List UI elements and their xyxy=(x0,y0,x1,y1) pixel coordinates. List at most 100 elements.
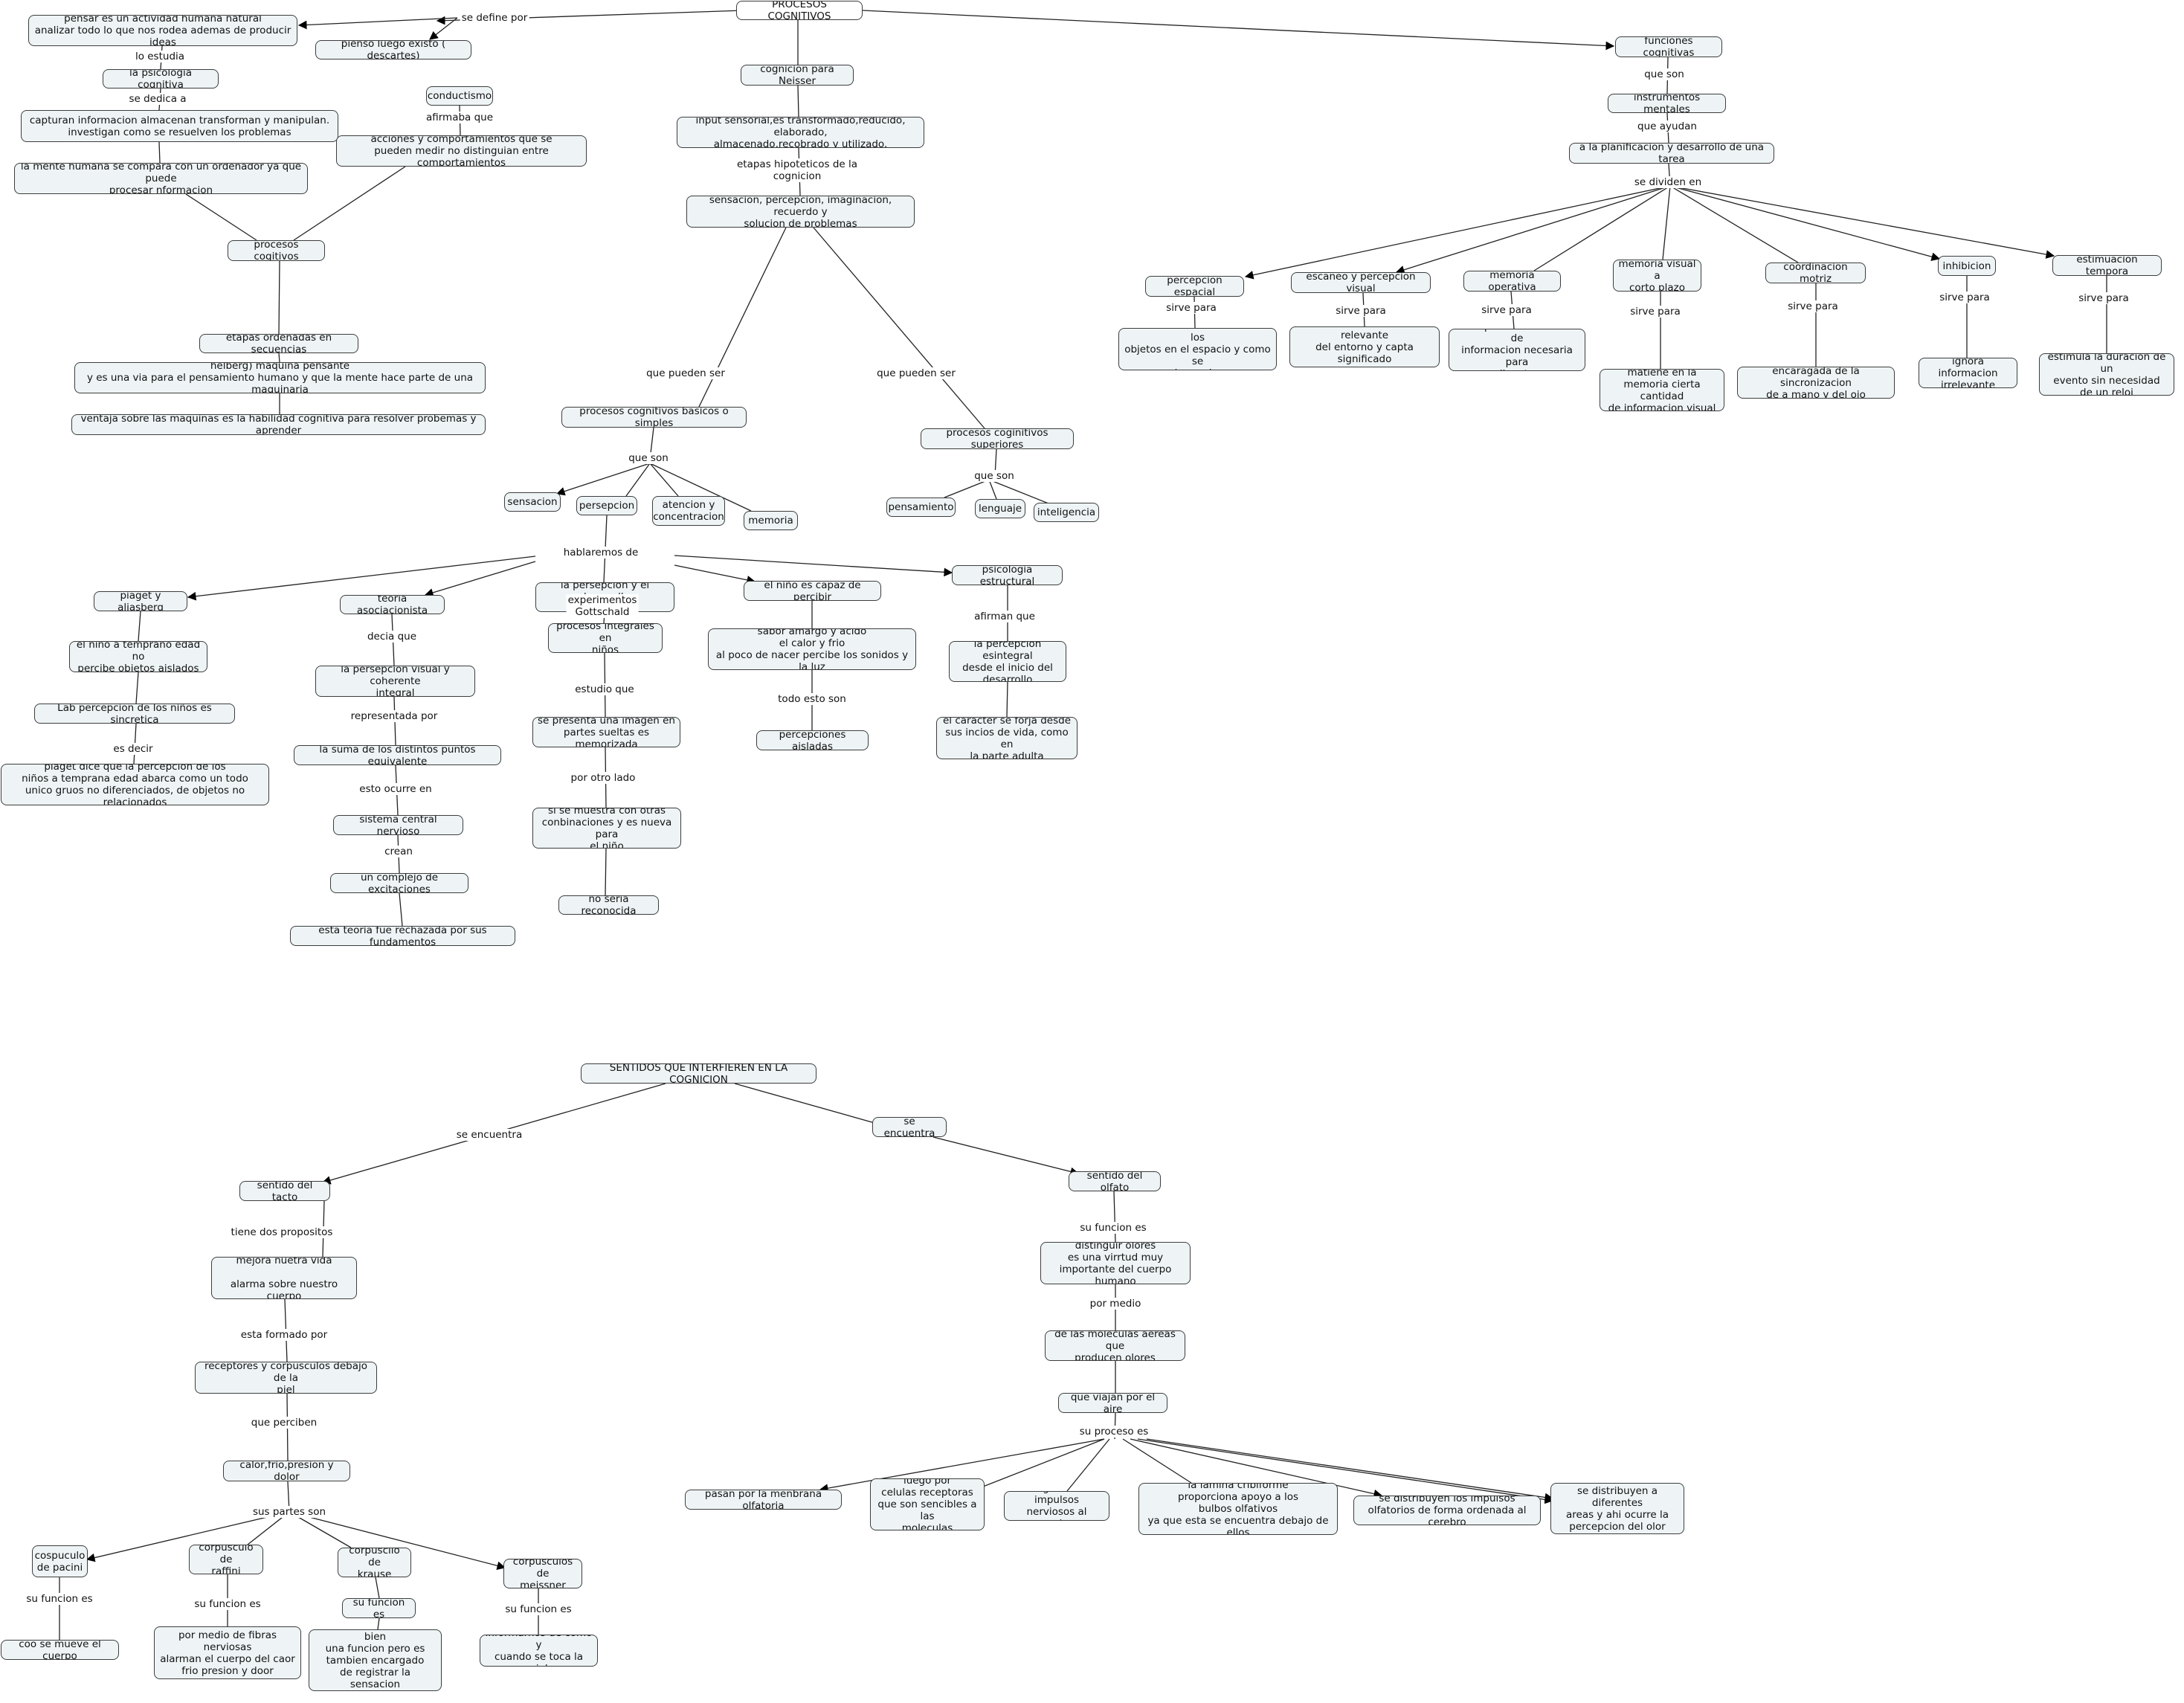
node-krause-su-funcion[interactable]: su funcion es xyxy=(342,1598,416,1618)
link-label-se-dedica-a: se dedica a xyxy=(127,93,188,105)
node-corpusculos-meissner[interactable]: corpusculos de meissner xyxy=(503,1559,582,1588)
node-viajan-aire[interactable]: que viajan por el aire xyxy=(1058,1393,1167,1413)
node-evalua-forma[interactable]: evalua la forma como estan los objetos e… xyxy=(1118,328,1277,370)
node-memoria-visual[interactable]: memoria visual a corto plazo xyxy=(1613,260,1701,292)
node-procesos-integrales[interactable]: procesos integrales en niños xyxy=(548,623,663,653)
node-nino-temprano[interactable]: el niño a temprano edad no percibe objet… xyxy=(69,641,207,672)
node-lenguaje[interactable]: lenguaje xyxy=(975,499,1025,518)
node-sincronizacion-mano-ojo[interactable]: encaragada de la sincronizacion de a man… xyxy=(1737,367,1895,399)
link-label-hablaremos-de: hablaremos de xyxy=(561,547,640,558)
node-conductismo[interactable]: conductismo xyxy=(426,86,493,106)
node-teoria-rechazada[interactable]: esta teoria fue rechazada por sus fundam… xyxy=(290,926,515,946)
node-memoria-operativa[interactable]: memoria operativa xyxy=(1463,271,1561,292)
node-persepcion-visual[interactable]: la persepcion visual y coherente integra… xyxy=(315,666,475,697)
node-pienso-luego-existo[interactable]: pienso luego existo ( descartes) xyxy=(315,40,471,59)
connector-line xyxy=(988,479,1049,504)
connector-line xyxy=(862,10,1615,51)
node-funciones-cognitivas[interactable]: funciones cognitivas xyxy=(1615,36,1722,57)
link-label-por-otro-lado: por otro lado xyxy=(569,772,637,784)
node-obtener-informacion[interactable]: obtener informacion relevante del entorn… xyxy=(1289,326,1440,367)
node-etapas-ordenadas[interactable]: etapas ordenadas en secuencias xyxy=(199,334,358,353)
node-persepcion[interactable]: persepcion xyxy=(576,496,637,515)
node-sabor-calor-sonidos[interactable]: sabor amargo y acido el calor y frio al … xyxy=(708,628,916,670)
node-psicologia-estructural[interactable]: psicologia estructural xyxy=(952,565,1063,585)
node-impulsos-nerviosos[interactable]: luego envia impulsos nerviosos al cerebr… xyxy=(1004,1491,1109,1521)
node-teoria-asociacionista[interactable]: teoria asociacionista xyxy=(340,595,445,614)
node-nino-capaz-percibir[interactable]: el niño es capaz de percibir xyxy=(744,581,881,601)
node-helberg-maquina[interactable]: helberg) maquina pensante y es una via p… xyxy=(74,362,486,393)
node-planificacion-tarea[interactable]: a la planificacion y desarrollo de una t… xyxy=(1569,143,1774,164)
node-suma-puntos[interactable]: la suma de los distintos puntos equivale… xyxy=(294,745,501,765)
node-ignora-informacion[interactable]: ignora informacion irrelevante xyxy=(1919,358,2017,388)
node-percepcion-integral[interactable]: la percepcion esintegral desde el inicio… xyxy=(949,641,1066,682)
node-corpusculo-pacini[interactable]: cospuculo de pacini xyxy=(32,1545,88,1577)
node-receptores-corpusculos[interactable]: receptores y corpusculos debajo de la pi… xyxy=(195,1362,377,1394)
node-percepciones-aisladas[interactable]: percepciones aisladas xyxy=(756,730,869,750)
link-label-se-encuentra: se encuentra xyxy=(454,1129,524,1141)
node-estimula-duracion[interactable]: estimula la duracion de un evento sin ne… xyxy=(2039,353,2174,396)
node-no-reconocida[interactable]: no seria reconocida xyxy=(558,895,659,915)
connector-line xyxy=(1113,1191,1116,1243)
node-mejora-vida[interactable]: mejora nuetra vida alarma sobre nuestro … xyxy=(211,1257,357,1299)
node-instrumentos-mentales[interactable]: instrumentos mentales xyxy=(1608,94,1726,113)
node-escaneo-percepcion-visual[interactable]: escaneo y percepcion visual xyxy=(1291,272,1431,293)
node-percepcion-espacial[interactable]: percepcion espacial xyxy=(1145,276,1244,297)
node-como-se-mueve[interactable]: coo se mueve el cuerpo xyxy=(1,1640,119,1660)
link-label-que-son-funciones: que son xyxy=(1643,68,1686,80)
node-otras-combinaciones[interactable]: si se muestra con otras conbinaciones y … xyxy=(532,808,681,849)
node-memoria[interactable]: memoria xyxy=(744,511,798,530)
node-caracter-forja[interactable]: el caracter se forja desde sus incios de… xyxy=(936,717,1077,759)
node-inteligencia[interactable]: inteligencia xyxy=(1034,503,1099,522)
node-piaget-aliasberg[interactable]: piaget y aliasberg xyxy=(94,591,187,611)
node-mente-ordenador[interactable]: la mente humana se compara con un ordena… xyxy=(14,163,308,194)
link-label-todo-esto-son: todo esto son xyxy=(776,693,848,705)
node-no-definido-funcion[interactable]: no se ha definido muy bien una funcion p… xyxy=(309,1629,442,1691)
node-procesos-cogitivos[interactable]: procesos cogitivos xyxy=(228,240,325,261)
node-manipula-cantidad[interactable]: manipula una cantidad de informacion nec… xyxy=(1449,329,1585,371)
node-corpusculo-raffini[interactable]: corpusculo de raffini xyxy=(189,1545,263,1574)
node-pensar-definicion[interactable]: pensar es un actividad humana natural an… xyxy=(28,15,297,46)
node-imagen-partes-sueltas[interactable]: se presenta una imagen en partes sueltas… xyxy=(532,717,680,747)
node-sentido-olfato[interactable]: sentido del olfato xyxy=(1069,1171,1161,1191)
node-membrana-olfatoria[interactable]: pasan por la menbrana olfatoria xyxy=(685,1490,842,1510)
node-psicologia-cognitiva[interactable]: la psicologia cognitiva xyxy=(103,69,219,88)
node-inhibicion[interactable]: inhibicion xyxy=(1938,256,1996,276)
node-sistema-nervioso[interactable]: sistema central nervioso xyxy=(333,815,463,835)
node-acciones-comportamientos[interactable]: acciones y comportamientos que se pueden… xyxy=(336,135,587,167)
node-estimuacion-temporal[interactable]: estimuacion tempora xyxy=(2052,255,2162,276)
node-distinguir-olores[interactable]: distinguir olores es una virrtud muy imp… xyxy=(1040,1242,1191,1284)
node-procesos-basicos[interactable]: procesos cognitivos basicos o simples xyxy=(561,407,747,428)
node-sentidos-cognicion[interactable]: SENTIDOS QUE INTERFIEREN EN LA COGNICION xyxy=(581,1063,816,1084)
node-lamina-cribiforme[interactable]: la lamina cribiforme proporciona apoyo a… xyxy=(1138,1483,1338,1535)
node-coordinacion-motriz[interactable]: coordinacion motriz xyxy=(1765,263,1866,283)
node-percepcion-sincretica[interactable]: Lab percepcion de los niños es sincretic… xyxy=(34,704,235,724)
node-complejo-excitaciones[interactable]: un complejo de excitaciones xyxy=(330,873,468,893)
connector-line xyxy=(399,892,403,927)
node-cognicion-neisser[interactable]: cognicion para Neisser xyxy=(741,65,854,86)
node-calor-frio-presion[interactable]: calor,frio,presion y dolor xyxy=(223,1461,350,1481)
connector-line xyxy=(698,227,787,408)
node-informarnos-toca[interactable]: informarnos de como y cuando se toca la … xyxy=(480,1635,598,1667)
node-piaget-dice[interactable]: piaget dice que la percepcion de los niñ… xyxy=(1,764,269,805)
link-label-decia-que: decia que xyxy=(365,631,419,643)
node-corpusculo-krause[interactable]: corpuscilo de krause xyxy=(338,1548,411,1577)
node-input-sensorial[interactable]: input sensorial,es transformado,reducido… xyxy=(677,117,924,148)
node-celulas-receptoras[interactable]: luego por celulas receptoras que son sen… xyxy=(870,1478,985,1530)
node-procesos-cognitivos-root[interactable]: PROCESOS COGNITIVOS xyxy=(736,1,863,20)
node-capturan-informacion[interactable]: capturan informacion almacenan transform… xyxy=(21,110,338,142)
node-distribuyen-areas[interactable]: se distribuyen a diferentes areas y ahi … xyxy=(1550,1483,1684,1534)
node-procesos-superiores[interactable]: procesos coginitivos superiores xyxy=(921,428,1074,449)
connector-line xyxy=(278,352,280,363)
node-sensacion-percepcion[interactable]: sensacion, percepcion, imaginacion, recu… xyxy=(686,196,915,228)
node-se-encuentra[interactable]: se encuentra xyxy=(872,1117,947,1137)
node-sentido-tacto[interactable]: sentido del tacto xyxy=(239,1181,330,1201)
link-label-sirve-para-6: sirve para xyxy=(1938,292,1991,303)
node-atencion-concentracion[interactable]: atencion y concentracion xyxy=(652,496,725,526)
node-pensamiento[interactable]: pensamiento xyxy=(886,498,956,517)
node-ventaja-maquinas[interactable]: ventaja sobre las maquinas es la habilid… xyxy=(71,414,486,435)
node-moleculas-aereas[interactable]: de las moleculas aereas que producen olo… xyxy=(1045,1330,1185,1361)
node-fibras-nerviosas[interactable]: por medio de fibras nerviosas alarman el… xyxy=(154,1626,301,1679)
node-distribuyen-impulsos[interactable]: se distribuyen los impulsos olfatorios d… xyxy=(1353,1496,1541,1525)
node-sensacion[interactable]: sensacion xyxy=(504,492,561,512)
node-matiene-memoria[interactable]: matiene en la memoria cierta cantidad de… xyxy=(1600,369,1724,411)
